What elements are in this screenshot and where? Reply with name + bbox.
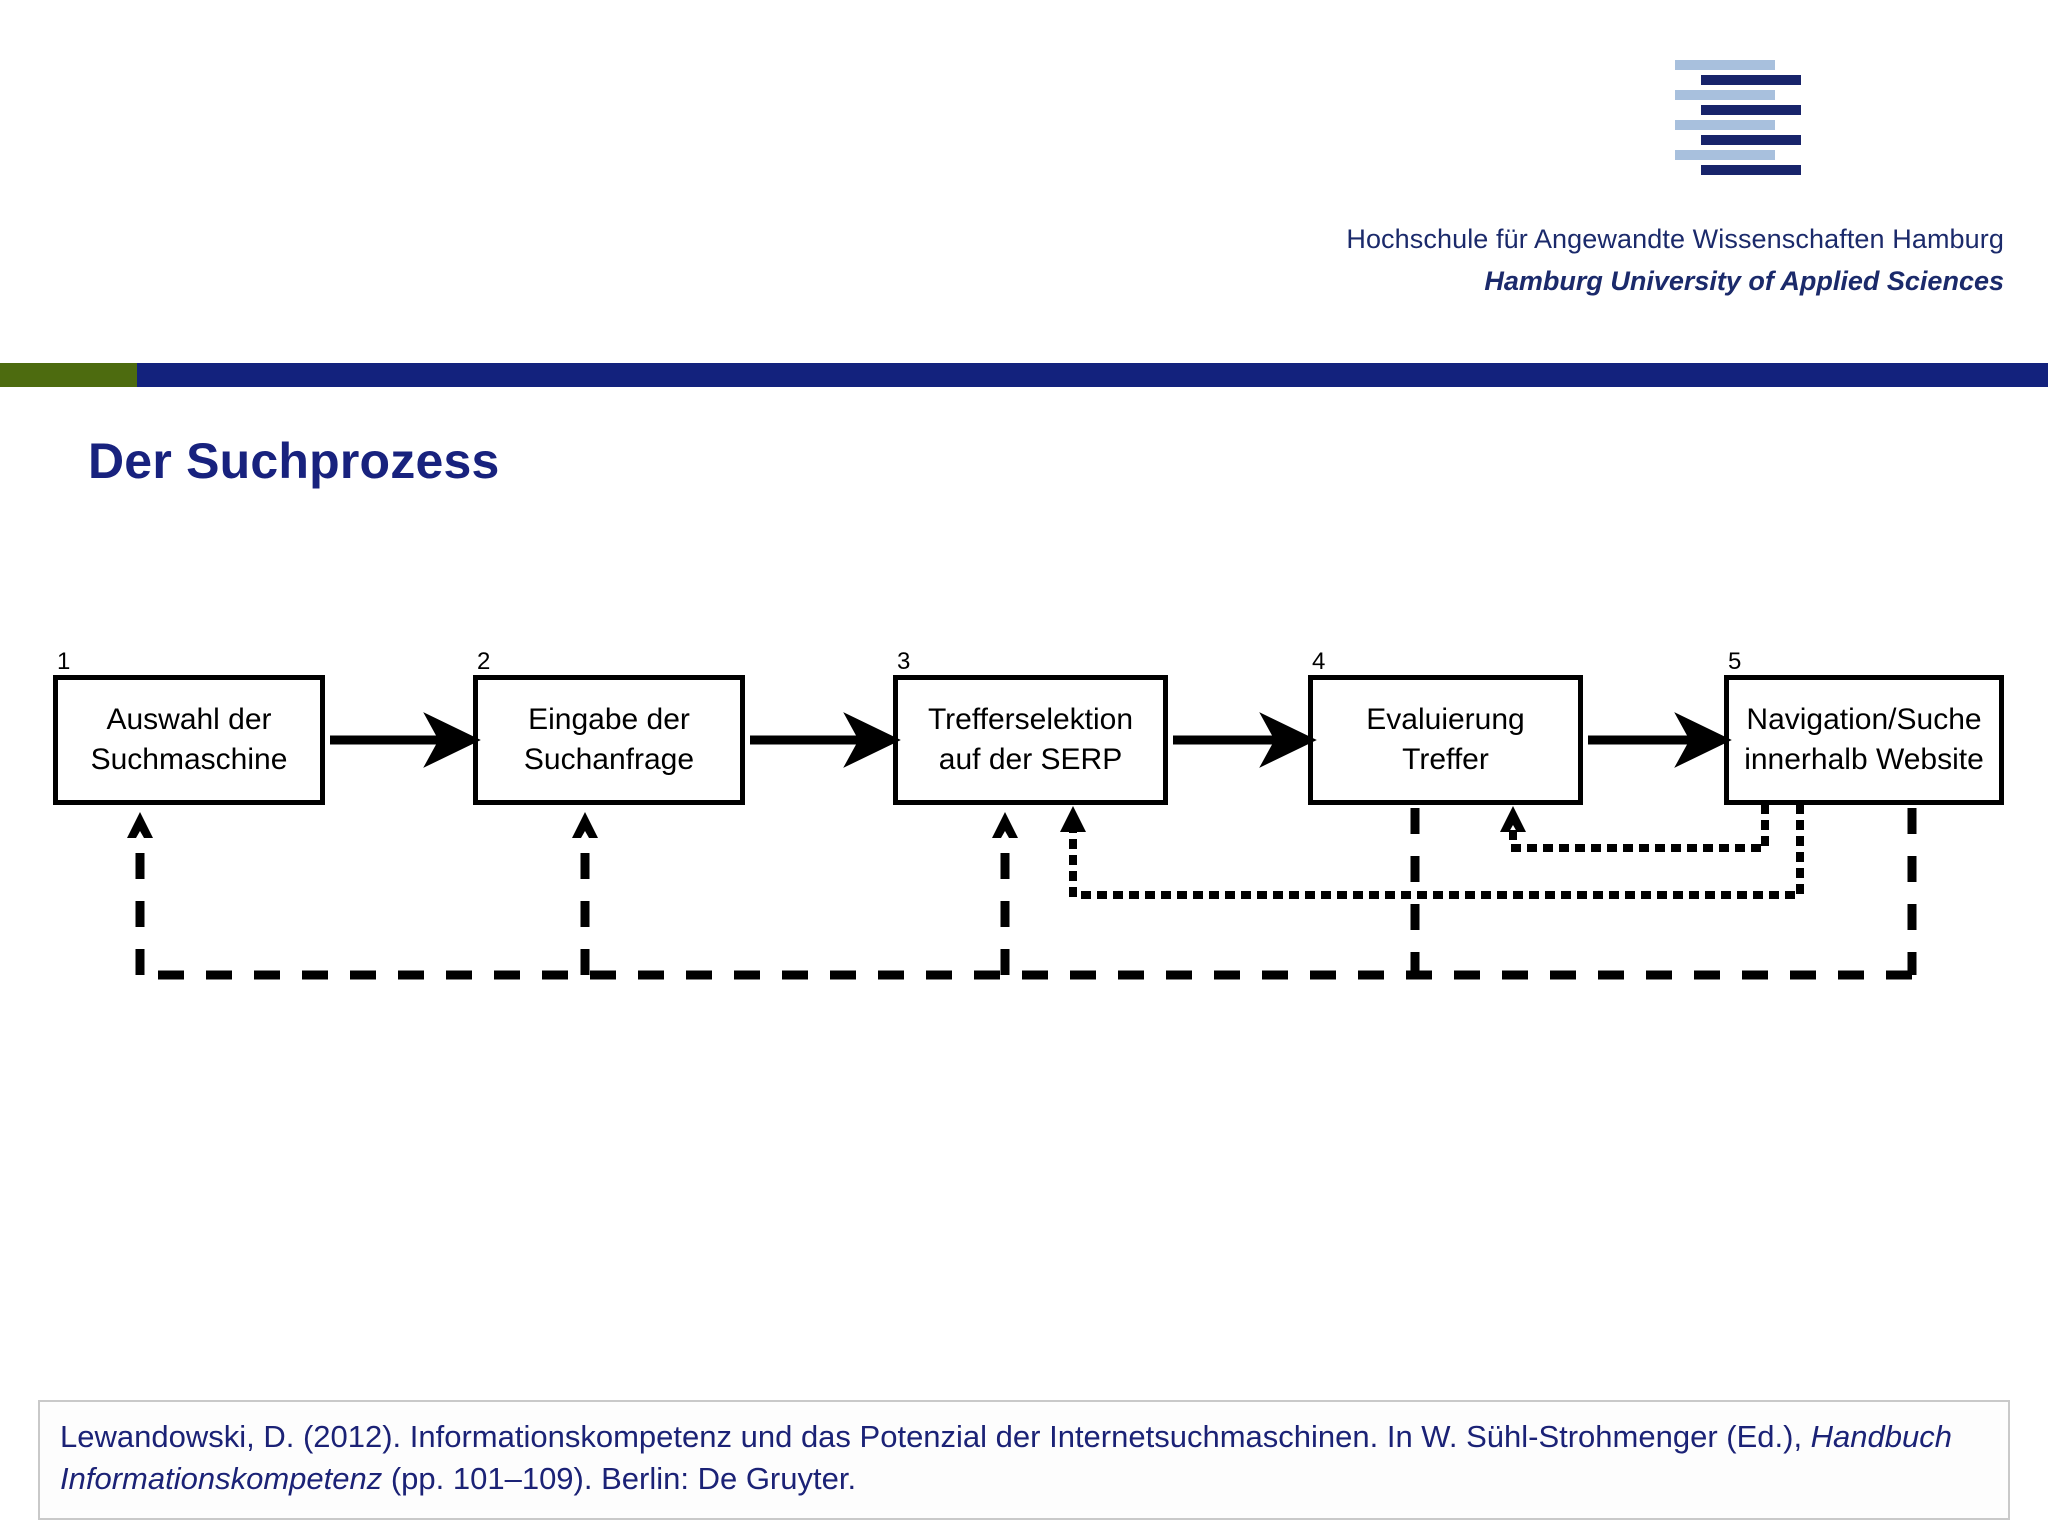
process-box-5-line1: Navigation/Suche: [1746, 702, 1982, 736]
process-box-3[interactable]: Trefferselektion auf der SERP: [893, 675, 1168, 805]
dashed-arrowheads: [127, 812, 1018, 838]
process-box-1-line1: Auswahl der: [106, 702, 272, 736]
process-box-3-text: Trefferselektion auf der SERP: [928, 700, 1133, 781]
header-accent-rule: [0, 363, 2048, 387]
step-number-4: 4: [1312, 648, 1326, 675]
institution-name-en: Hamburg University of Applied Sciences: [1484, 265, 2004, 296]
dotted-arrowheads: [1060, 806, 1526, 832]
dotted-feedback-group: [1069, 804, 1804, 899]
step-number-2: 2: [477, 648, 491, 675]
process-box-4-line1: Evaluierung: [1366, 702, 1525, 736]
process-box-4[interactable]: Evaluierung Treffer: [1308, 675, 1583, 805]
process-box-3-line2: auf der SERP: [938, 743, 1123, 776]
dashed-feedback-group: [135, 808, 1917, 980]
process-box-5[interactable]: Navigation/Suche innerhalb Website: [1724, 675, 2004, 805]
dashed-arrowhead-to-3: [992, 812, 1018, 838]
dotted-return-5-to-3: [1069, 804, 1804, 899]
accent-rule-green-segment: [0, 363, 137, 387]
search-process-flowchart: 1 2 3 4 5 Auswahl der Suchmaschine Einga…: [0, 620, 2048, 1040]
institution-wordmark: Hochschule für Angewandte Wissenschaften…: [1346, 222, 2004, 299]
citation-part-2: (pp. 101–109). Berlin: De Gruyter.: [382, 1461, 857, 1497]
process-box-5-text: Navigation/Suche innerhalb Website: [1744, 700, 1984, 781]
process-box-5-line2: innerhalb Website: [1744, 743, 1984, 776]
step-number-5: 5: [1728, 648, 1742, 675]
process-box-2-text: Eingabe der Suchanfrage: [524, 700, 694, 781]
citation-title-italic: Handbuch Informationskompetenz: [60, 1419, 1953, 1497]
page-title: Der Suchprozess: [88, 433, 500, 489]
process-box-4-line2: Treffer: [1402, 743, 1489, 776]
dotted-arrowhead-to-3: [1060, 806, 1086, 832]
process-box-3-line1: Trefferselektion: [927, 702, 1134, 736]
step-number-3: 3: [897, 648, 911, 675]
citation-part-1: Lewandowski, D. (2012). Informationskomp…: [60, 1419, 1811, 1454]
process-box-1[interactable]: Auswahl der Suchmaschine: [53, 675, 325, 805]
citation-box: Lewandowski, D. (2012). Informationskomp…: [38, 1400, 2010, 1521]
haw-hamburg-bars-logo: [1675, 60, 1815, 175]
slide-header: Hochschule für Angewandte Wissenschaften…: [0, 0, 2048, 360]
accent-rule-navy-segment: [137, 363, 2048, 387]
flowchart-connectors: [127, 712, 1917, 980]
institution-name-de: Hochschule für Angewandte Wissenschaften…: [1346, 224, 2004, 254]
dotted-arrowhead-to-4: [1500, 806, 1526, 832]
process-box-1-text: Auswahl der Suchmaschine: [91, 700, 288, 781]
dotted-return-5-to-4: [1509, 804, 1769, 852]
process-box-2-line2: Suchanfrage: [523, 743, 695, 776]
process-box-1-line2: Suchmaschine: [90, 743, 288, 776]
process-box-4-text: Evaluierung Treffer: [1366, 700, 1524, 781]
step-number-1: 1: [57, 648, 71, 675]
dashed-arrowhead-to-1: [127, 812, 153, 838]
process-box-2-line1: Eingabe der: [528, 702, 690, 736]
dashed-arrowhead-to-2: [572, 812, 598, 838]
